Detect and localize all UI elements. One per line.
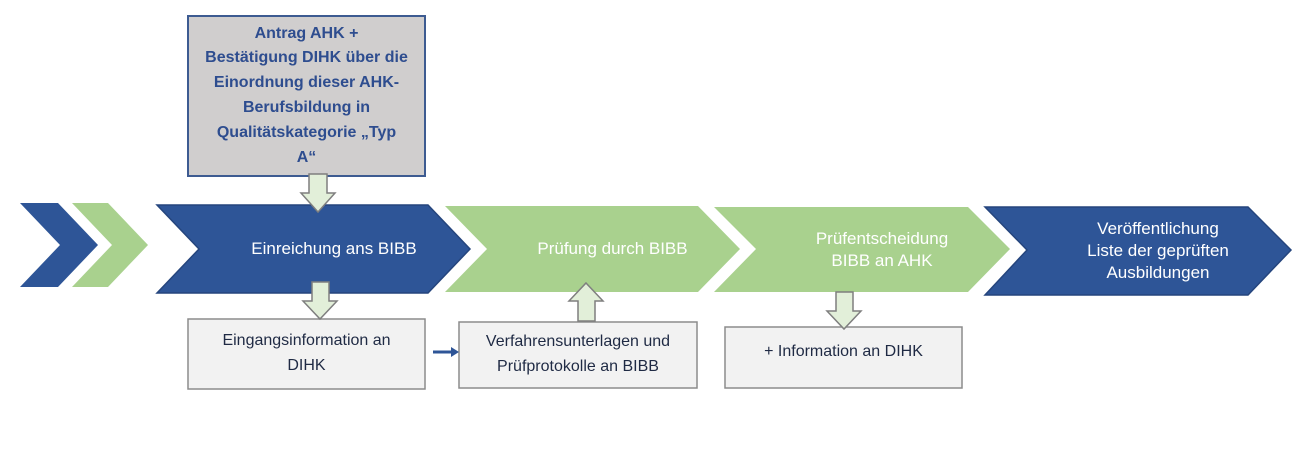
connector-arrowhead bbox=[451, 347, 459, 357]
step-chevron-veroeffentlichung bbox=[983, 206, 1293, 296]
info-text-verfahrensunterlagen: Verfahrensunterlagen und Prüfprotokolle … bbox=[485, 333, 671, 375]
info-box-information-dihk bbox=[724, 326, 963, 389]
info-text-information-dihk: + Information an DIHK bbox=[764, 342, 923, 360]
step-chevron-pruefentscheidung bbox=[714, 207, 1010, 292]
arrow-down-to-information bbox=[825, 291, 863, 331]
step-chevron-einreichung bbox=[155, 204, 472, 294]
info-box-eingangsinformation bbox=[187, 318, 426, 390]
step-label-einreichung: Einreichung ans BIBB bbox=[251, 238, 417, 258]
arrow-up-to-pruefung bbox=[567, 281, 605, 322]
lead-chevron-blue bbox=[20, 203, 98, 287]
application-box bbox=[187, 15, 426, 177]
arrow-down-to-eingangsinformation bbox=[301, 281, 339, 321]
step-chevron-pruefung bbox=[445, 206, 740, 292]
step-label-pruefung: Prüfung durch BIBB bbox=[537, 238, 688, 258]
info-text-eingangsinformation: Eingangsinformation an DIHK bbox=[222, 332, 391, 374]
step-label-veroeffentlichung: Veröffentlichung Liste der geprüften Aus… bbox=[1087, 218, 1229, 283]
arrow-down-to-einreichung bbox=[299, 173, 337, 214]
step-label-pruefentscheidung: Prüfentscheidung BIBB an AHK bbox=[815, 228, 949, 270]
info-box-verfahrensunterlagen bbox=[458, 321, 698, 389]
lead-chevron-green bbox=[72, 203, 148, 287]
application-box-text: Antrag AHK + Bestätigung DIHK über die E… bbox=[205, 24, 408, 166]
